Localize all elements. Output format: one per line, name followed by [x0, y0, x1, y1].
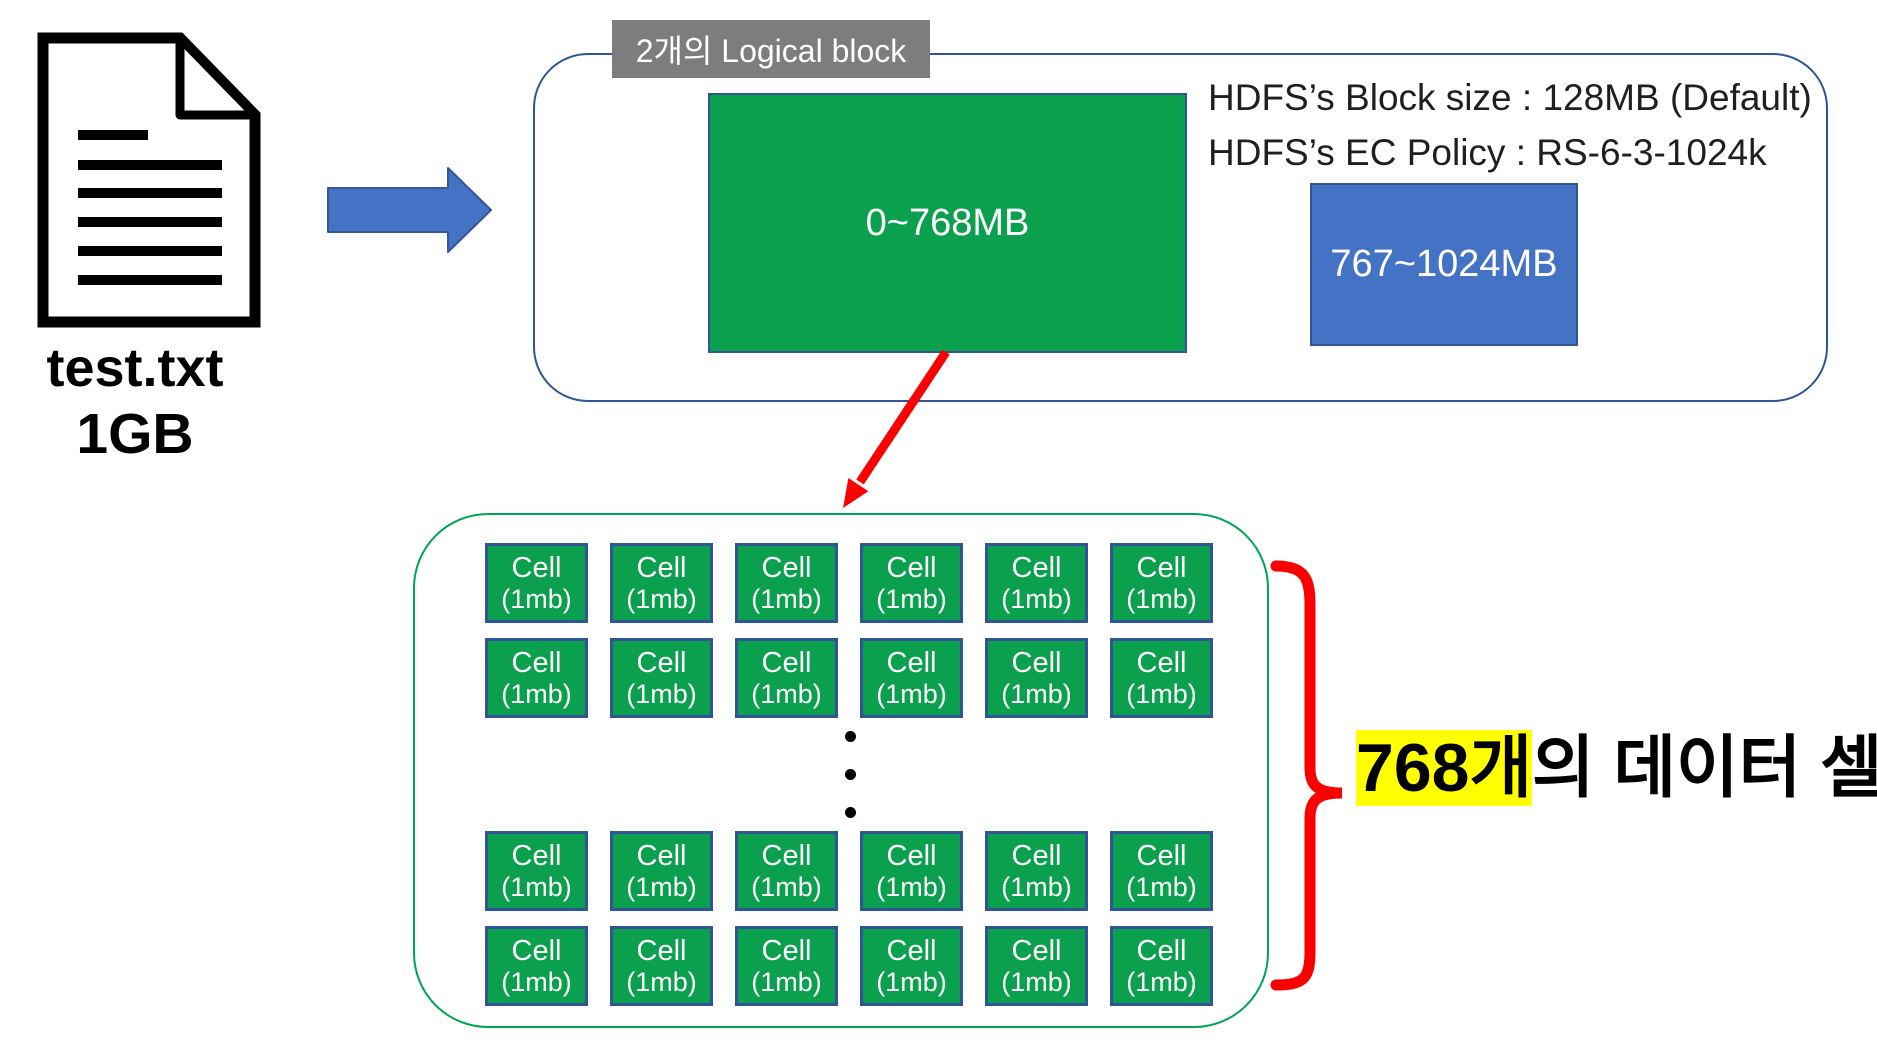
data-cell: Cell(1mb): [1110, 543, 1213, 623]
cell-label: Cell: [511, 646, 562, 679]
cell-label: Cell: [1136, 934, 1187, 967]
ellipsis-dot: [844, 769, 856, 780]
cell-row: Cell(1mb)Cell(1mb)Cell(1mb)Cell(1mb)Cell…: [485, 543, 1215, 623]
cell-size-label: (1mb): [751, 584, 822, 615]
cell-row: Cell(1mb)Cell(1mb)Cell(1mb)Cell(1mb)Cell…: [485, 638, 1215, 718]
cell-size-label: (1mb): [501, 679, 572, 710]
right-brace-bracket: [1270, 560, 1343, 991]
cell-label: Cell: [1011, 934, 1062, 967]
data-cell: Cell(1mb): [485, 831, 588, 911]
cell-container: Cell(1mb)Cell(1mb)Cell(1mb)Cell(1mb)Cell…: [413, 513, 1269, 1028]
cell-label: Cell: [636, 839, 687, 872]
hdfs-block-size-line: HDFS’s Block size : 128MB (Default): [1208, 77, 1812, 118]
right-arrow-icon: [327, 167, 492, 253]
cell-size-label: (1mb): [876, 967, 947, 998]
data-cell: Cell(1mb): [735, 831, 838, 911]
data-cell: Cell(1mb): [485, 543, 588, 623]
cell-label: Cell: [886, 551, 937, 584]
cell-size-label: (1mb): [626, 584, 697, 615]
cell-label: Cell: [886, 839, 937, 872]
cell-size-label: (1mb): [1001, 584, 1072, 615]
cell-label: Cell: [1136, 646, 1187, 679]
cell-label: Cell: [886, 646, 937, 679]
data-cell: Cell(1mb): [485, 638, 588, 718]
document-text-lines: [78, 130, 222, 285]
data-cell: Cell(1mb): [1110, 638, 1213, 718]
cell-size-label: (1mb): [751, 872, 822, 903]
data-cell: Cell(1mb): [1110, 831, 1213, 911]
hdfs-ec-policy-line: HDFS’s EC Policy : RS-6-3-1024k: [1208, 132, 1767, 173]
cell-size-label: (1mb): [501, 967, 572, 998]
data-cell: Cell(1mb): [485, 926, 588, 1006]
hdfs-info-text: HDFS’s Block size : 128MB (Default) HDFS…: [1208, 70, 1812, 180]
document-icon: [37, 32, 261, 328]
logical-block-group-label: 2개의 Logical block: [612, 20, 930, 78]
data-cell: Cell(1mb): [610, 638, 713, 718]
cell-row: Cell(1mb)Cell(1mb)Cell(1mb)Cell(1mb)Cell…: [485, 831, 1215, 911]
cell-label: Cell: [636, 646, 687, 679]
cell-label: Cell: [1136, 551, 1187, 584]
cell-size-label: (1mb): [626, 872, 697, 903]
cell-label: Cell: [761, 839, 812, 872]
vertical-ellipsis: [485, 718, 1215, 831]
data-cell: Cell(1mb): [860, 926, 963, 1006]
cell-size-label: (1mb): [501, 584, 572, 615]
cell-size-label: (1mb): [1126, 584, 1197, 615]
data-cell: Cell(1mb): [735, 638, 838, 718]
cell-label: Cell: [511, 934, 562, 967]
cell-label: Cell: [1136, 839, 1187, 872]
data-cell: Cell(1mb): [985, 831, 1088, 911]
data-cell: Cell(1mb): [985, 543, 1088, 623]
data-cell: Cell(1mb): [1110, 926, 1213, 1006]
cell-size-label: (1mb): [751, 967, 822, 998]
cell-size-label: (1mb): [1001, 679, 1072, 710]
cell-size-label: (1mb): [876, 679, 947, 710]
data-cell-count-annotation: 768개의 데이터 셀: [1356, 722, 1877, 814]
cell-size-label: (1mb): [501, 872, 572, 903]
cell-label: Cell: [1011, 839, 1062, 872]
red-arrow: [843, 349, 950, 508]
cell-size-label: (1mb): [626, 679, 697, 710]
cell-row: Cell(1mb)Cell(1mb)Cell(1mb)Cell(1mb)Cell…: [485, 926, 1215, 1006]
cell-size-label: (1mb): [1126, 967, 1197, 998]
logical-block-container: [533, 53, 1828, 402]
annotation-rest: 의 데이터 셀: [1532, 730, 1877, 806]
data-cell: Cell(1mb): [610, 926, 713, 1006]
cell-label: Cell: [761, 551, 812, 584]
file-name-label: test.txt: [46, 338, 224, 398]
cell-size-label: (1mb): [1001, 872, 1072, 903]
cell-label: Cell: [511, 551, 562, 584]
cell-size-label: (1mb): [876, 872, 947, 903]
file-size-label: 1GB: [76, 402, 194, 466]
cell-label: Cell: [761, 934, 812, 967]
ellipsis-dot: [844, 807, 856, 818]
cell-label: Cell: [761, 646, 812, 679]
cell-label: Cell: [636, 934, 687, 967]
data-cell: Cell(1mb): [610, 831, 713, 911]
data-cell: Cell(1mb): [985, 638, 1088, 718]
logical-block-1: 0~768MB: [708, 93, 1187, 353]
data-cell: Cell(1mb): [985, 926, 1088, 1006]
data-cell: Cell(1mb): [860, 543, 963, 623]
data-cell: Cell(1mb): [860, 638, 963, 718]
cell-size-label: (1mb): [751, 679, 822, 710]
data-cell: Cell(1mb): [735, 926, 838, 1006]
cell-label: Cell: [1011, 551, 1062, 584]
cell-size-label: (1mb): [1126, 872, 1197, 903]
highlighted-count: 768개: [1356, 730, 1533, 806]
cell-size-label: (1mb): [626, 967, 697, 998]
logical-block-2: 767~1024MB: [1310, 183, 1578, 346]
cell-label: Cell: [511, 839, 562, 872]
cell-grid: Cell(1mb)Cell(1mb)Cell(1mb)Cell(1mb)Cell…: [485, 543, 1215, 1006]
cell-size-label: (1mb): [876, 584, 947, 615]
data-cell: Cell(1mb): [735, 543, 838, 623]
cell-size-label: (1mb): [1126, 679, 1197, 710]
data-cell: Cell(1mb): [860, 831, 963, 911]
cell-label: Cell: [1011, 646, 1062, 679]
cell-size-label: (1mb): [1001, 967, 1072, 998]
ellipsis-dot: [844, 731, 856, 742]
data-cell: Cell(1mb): [610, 543, 713, 623]
cell-label: Cell: [886, 934, 937, 967]
cell-label: Cell: [636, 551, 687, 584]
